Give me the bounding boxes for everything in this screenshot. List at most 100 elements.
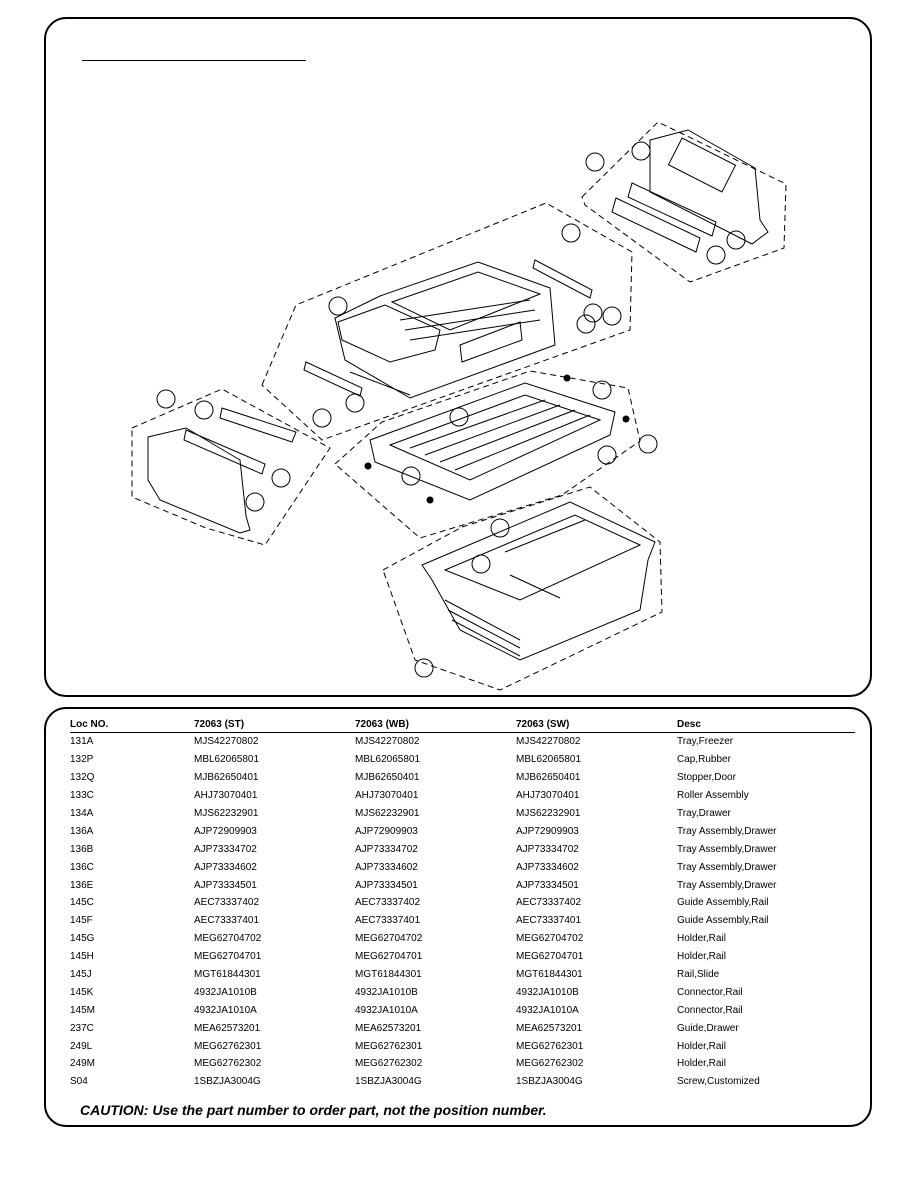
table-cell: MEG62704701 [194,951,262,963]
table-cell: Roller Assembly [677,790,749,802]
table-cell: 4932JA1010B [355,986,418,998]
table-cell: MEA62573201 [355,1022,422,1034]
table-cell: Screw,Customized [677,1076,760,1088]
table-cell: 4932JA1010A [194,1004,257,1016]
table-cell: 145M [70,1004,96,1016]
table-header-row: Loc NO. 72063 (ST) 72063 (WB) 72063 (SW)… [70,716,855,733]
table-cell: MJB62650401 [194,772,259,784]
table-cell: Holder,Rail [677,1040,726,1052]
table-cell: Guide Assembly,Rail [677,915,769,927]
table-cell: MEG62762301 [355,1040,423,1052]
left-rail-assembly [147,389,297,534]
parts-table-panel [44,707,872,1127]
column-header: 72063 (ST) [194,716,355,733]
lower-bin [414,501,656,678]
table-cell: 145G [70,933,95,945]
table-cell: MGT61844301 [194,969,261,981]
table-cell: MJS62232901 [355,808,420,819]
table-cell: MGT61844301 [516,969,583,981]
table-cell: MEG62704702 [516,933,584,945]
table-cell: AHJ73070401 [516,790,580,802]
table-cell: AJP73334501 [355,879,418,891]
table-cell: AEC73337402 [516,897,582,909]
table-cell: AJP73334602 [355,861,418,873]
table-cell: 134A [70,808,94,819]
table-cell: 1SBZJA3004G [516,1076,583,1088]
table-cell: MJB62650401 [355,772,420,784]
table-cell: 145K [70,986,94,998]
table-cell: AJP72909903 [355,825,418,837]
table-cell: 136A [70,825,94,837]
table-cell: AEC73337401 [194,915,260,927]
table-cell: MJS42270802 [516,736,581,748]
table-cell: 1SBZJA3004G [355,1076,422,1088]
rail-assembly-right-outline [581,121,787,283]
table-cell: 132Q [70,772,95,784]
table-cell: 136E [70,879,94,891]
table-row: 136E AJP73334501 AJP73334501 AJP73334501 Tra… [70,876,855,894]
tray-slats [409,399,591,471]
table-cell: AJP73334501 [516,879,579,891]
table-cell: AJP73334702 [355,843,418,855]
bin-vents [444,599,521,657]
table-cell: S04 [70,1076,88,1088]
table-cell: 145J [70,969,92,981]
table-cell: Tray,Drawer [677,808,731,819]
table-cell: 4932JA1010A [516,1004,579,1016]
table-cell: AJP72909903 [516,825,579,837]
table-cell: MBL62065801 [516,754,582,766]
table-cell: AEC73337402 [355,897,421,909]
table-cell: Connector,Rail [677,1004,743,1016]
column-header: Desc [677,716,855,733]
table-cell: 145H [70,951,94,963]
table-cell: AJP73334602 [194,861,257,873]
table-cell: AJP73334702 [516,843,579,855]
group-outlines [131,121,787,691]
column-header: 72063 (SW) [516,716,677,733]
drawer-tray [364,374,658,504]
upper-drawer [303,223,622,428]
table-cell: MEG62704702 [355,933,423,945]
drawer-slats [349,299,541,396]
exploded-parts-diagram [131,121,787,691]
table-cell: Tray Assembly,Drawer [677,879,777,891]
table-cell: 4932JA1010B [516,986,579,998]
table-cell: AJP73334501 [194,879,257,891]
rail-assembly-left-outline [131,388,331,546]
parts-list-table: Loc NO. 72063 (ST) 72063 (WB) 72063 (SW)… [70,716,855,1091]
table-cell: MEG62762301 [194,1040,262,1052]
table-cell: 237C [70,1022,94,1034]
table-cell: Tray,Freezer [677,736,734,748]
table-cell: MEG62762302 [516,1058,584,1070]
table-cell: MJS42270802 [194,736,259,748]
table-cell: AJP72909903 [194,825,257,837]
table-cell: MEA62573201 [194,1022,261,1034]
table-cell: Tray Assembly,Drawer [677,843,777,855]
table-cell: MEA62573201 [516,1022,583,1034]
table-cell: Rail,Slide [677,969,720,981]
table-cell: Tray Assembly,Drawer [677,861,777,873]
table-cell: Holder,Rail [677,1058,726,1070]
table-cell: MEG62762302 [194,1058,262,1070]
lower-bin-outline [382,486,663,691]
table-cell: 131A [70,736,94,748]
table-cell: AEC73337401 [516,915,582,927]
table-cell: 133C [70,790,94,802]
upper-drawer-outline [261,202,633,441]
table-cell: 4932JA1010A [355,1004,418,1016]
